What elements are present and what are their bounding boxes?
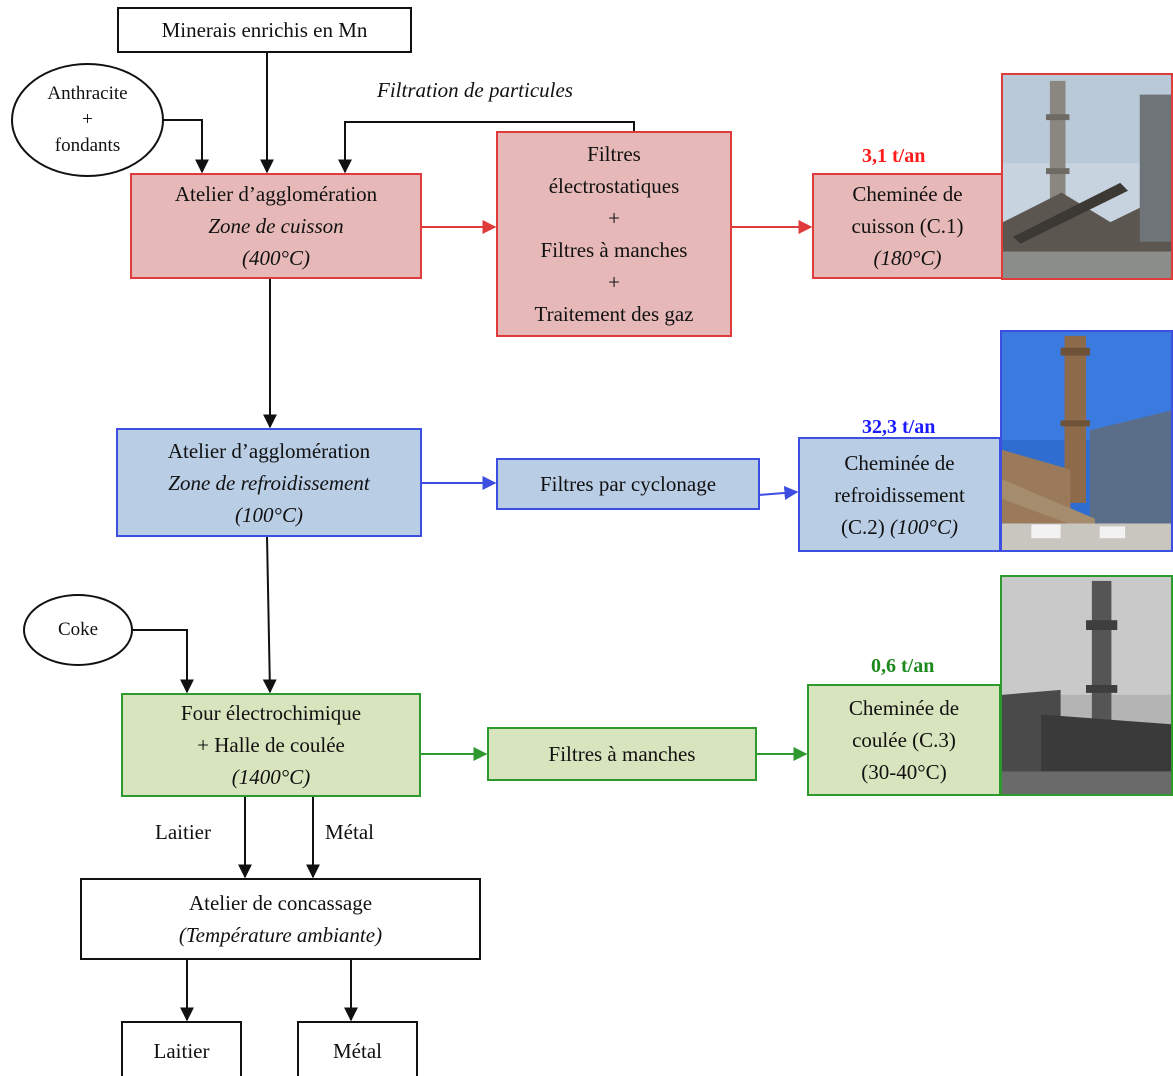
rate-coulee: 0,6 t/an [871,655,935,677]
arrow-anthracite-to-agglo [163,119,209,174]
minerais-box: Minerais enrichis en Mn [117,7,412,53]
rate-refroid: 32,3 t/an [862,416,936,438]
four-box: Four électrochimique + Halle de coulée (… [121,693,421,797]
filtres-cuisson-line2: électrostatiques [548,174,680,198]
filtres-cuisson-line1: Filtres [587,142,641,166]
coke-oval: Coke [23,594,133,666]
filtres-cuisson-line6: Traitement des gaz [534,302,694,326]
four-line2: + Halle de coulée [197,733,345,757]
filtres-refroid-box: Filtres par cyclonage [496,458,760,510]
filtres-cuisson-line3: + [608,206,620,230]
output-metal-label: Métal [333,1039,382,1063]
filtres-coulee-box: Filtres à manches [487,727,757,781]
filtres-refroid-label: Filtres par cyclonage [539,472,717,496]
cheminee-coulee-line1: Cheminée de [848,696,960,720]
four-temp: (1400°C) [231,765,311,789]
anthracite-line2: + [82,109,93,130]
cheminee-coulee-line2: coulée (C.3) [852,728,956,752]
chimney-photo-coulee [1000,575,1173,796]
filtration-label: Filtration de particules [377,78,573,102]
arrow-refroid-to-four [262,535,277,694]
agglo-cuisson-zone: Zone de cuisson [208,214,344,238]
concassage-line1: Atelier de concassage [188,891,373,915]
anthracite-oval: Anthracite + fondants [11,63,164,177]
arrow-coke-to-four [131,629,194,694]
minerais-label: Minerais enrichis en Mn [161,18,368,42]
chimney-photo-refroid [1000,330,1173,552]
filtres-cuisson-line4: Filtres à manches [540,238,688,262]
cheminee-cuisson-line1: Cheminée de [852,182,963,206]
concassage-line2: (Température ambiante) [178,923,383,947]
output-laitier-label: Laitier [153,1039,210,1063]
rate-cuisson: 3,1 t/an [862,145,926,167]
cheminee-refroid-line1: Cheminée de [844,450,955,475]
cheminee-coulee-temp: (30-40°C) [861,760,947,784]
agglo-cuisson-line1: Atelier d’agglomération [174,182,378,206]
cheminee-cuisson-box: Cheminée de cuisson (C.1) (180°C) [812,173,1003,279]
filtres-cuisson-line5: + [608,270,620,294]
cheminee-refroid-temp: (100°C) [890,514,958,539]
cheminee-refroid-box: Cheminée de refroidissement (C.2) (100°C… [798,437,1001,552]
filtres-coulee-label: Filtres à manches [548,742,696,766]
cheminee-cuisson-temp: (180°C) [873,246,942,270]
anthracite-line3: fondants [54,135,121,156]
coke-label: Coke [57,619,99,640]
agglo-refroid-box: Atelier d’agglomération Zone de refroidi… [116,428,422,537]
cheminee-refroid-id: (C.2) [841,514,891,539]
cheminee-coulee-box: Cheminée de coulée (C.3) (30-40°C) [807,684,1001,796]
cheminee-refroid-line2: refroidissement [834,482,965,507]
arrow-blue-filtres-to-cheminee [758,486,799,500]
filtres-cuisson-box: Filtres électrostatiques + Filtres à man… [496,131,732,337]
agglo-refroid-line1: Atelier d’agglomération [167,438,371,463]
chimney-photo-cuisson [1001,73,1173,280]
arrow-filtration-loop [338,121,635,174]
cheminee-cuisson-line2: cuisson (C.1) [851,214,964,238]
agglo-refroid-zone: Zone de refroidissement [168,470,370,495]
output-laitier-box: Laitier [121,1021,242,1076]
output-metal-box: Métal [297,1021,418,1076]
concassage-box: Atelier de concassage (Température ambia… [80,878,481,960]
agglo-cuisson-box: Atelier d’agglomération Zone de cuisson … [130,173,422,279]
flow-label-laitier: Laitier [155,820,211,844]
cheminee-refroid-line3: (C.2) (100°C) [841,511,958,543]
anthracite-line1: Anthracite [47,83,128,104]
agglo-refroid-temp: (100°C) [235,502,303,527]
flow-label-metal: Métal [325,820,374,844]
agglo-cuisson-temp: (400°C) [242,246,310,270]
four-line1: Four électrochimique [180,701,362,725]
